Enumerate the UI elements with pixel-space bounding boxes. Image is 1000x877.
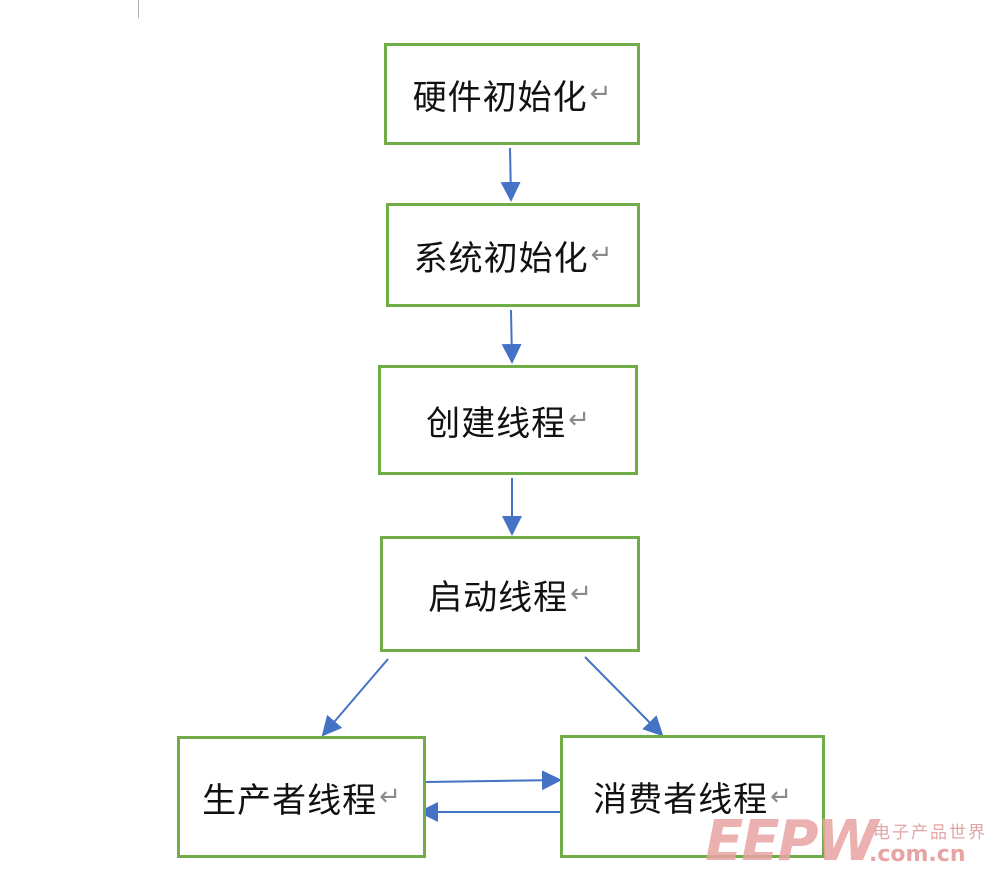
arrow-hardware-to-system xyxy=(500,147,521,202)
node-producer-thread-label: 生产者线程 xyxy=(202,780,378,821)
node-start-thread-label: 启动线程 xyxy=(428,577,569,618)
paragraph-mark-icon: ↵ xyxy=(590,240,613,270)
text-cursor xyxy=(138,0,139,18)
node-hardware-init-label: 硬件初始化 xyxy=(412,77,588,118)
paragraph-mark-icon: ↵ xyxy=(570,579,592,609)
node-create-thread: 创建线程↵ xyxy=(378,365,638,475)
watermark-url: .com.cn xyxy=(869,842,966,867)
watermark-tagline: 电子产品世界 xyxy=(873,823,987,843)
node-start-thread: 启动线程↵ xyxy=(380,536,640,652)
paragraph-mark-icon: ↵ xyxy=(770,781,792,812)
eepw-watermark: EEPW 电子产品世界 .com.cn xyxy=(705,812,995,874)
watermark-logo: EEPW xyxy=(705,809,878,874)
node-hardware-init: 硬件初始化↵ xyxy=(384,43,640,145)
node-consumer-thread: 消费者线程↵ xyxy=(560,735,825,858)
arrow-start-to-producer xyxy=(321,658,389,737)
node-consumer-thread-label: 消费者线程 xyxy=(593,780,769,820)
paragraph-mark-icon: ↵ xyxy=(589,79,612,109)
arrow-start-to-consumer xyxy=(584,656,664,737)
arrow-system-to-create xyxy=(501,309,522,364)
arrow-producer-to-consumer xyxy=(425,770,562,791)
node-producer-thread: 生产者线程↵ xyxy=(177,736,426,858)
node-create-thread-label: 创建线程 xyxy=(426,403,567,444)
node-system-init: 系统初始化↵ xyxy=(386,203,640,307)
paragraph-mark-icon: ↵ xyxy=(379,782,401,812)
paragraph-mark-icon: ↵ xyxy=(568,405,590,435)
node-system-init-label: 系统初始化 xyxy=(413,238,589,279)
